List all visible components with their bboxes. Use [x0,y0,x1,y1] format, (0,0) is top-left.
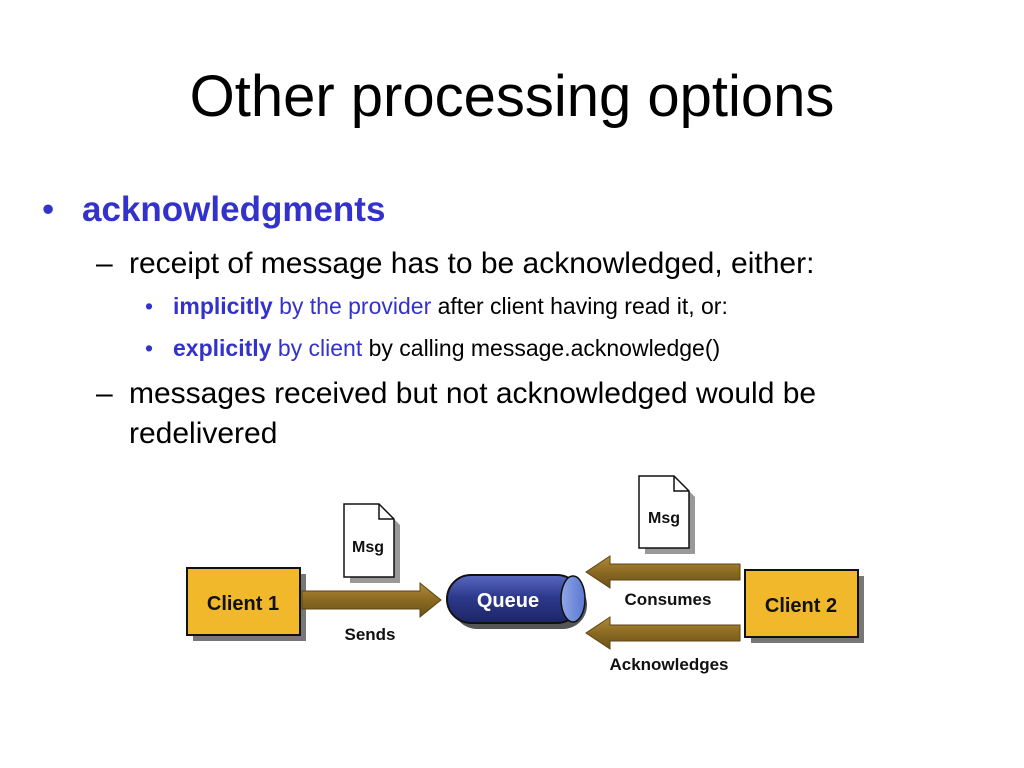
bullet-text: acknowledgments [82,190,386,229]
client-2-label: Client 2 [765,595,837,617]
term-explicitly: explicitly [173,335,272,361]
agent-client: by client [277,335,363,361]
sub-bullet-text: messages received but not acknowledged w… [129,377,817,450]
sub-bullet-text: receipt of message has to be acknowledge… [129,247,815,280]
term-implicitly: implicitly [173,293,273,319]
acknowledges-label: Acknowledges [609,655,728,674]
msg-document-left: Msg [343,503,400,583]
queue-label: Queue [477,590,539,612]
client-1-label: Client 1 [207,593,279,615]
agent-provider: by the provider [279,293,432,319]
dash-marker: – [96,247,113,280]
rest-text: after client having read it, or: [437,293,728,319]
consumes-label: Consumes [625,590,712,609]
slide-title: Other processing options [189,64,835,129]
client-1-box: Client 1 [186,567,306,641]
msg-document-right: Msg [638,475,695,554]
dash-marker: – [96,377,113,410]
consumes-arrow [585,555,741,589]
acknowledges-arrow [585,616,741,650]
msg-right-label: Msg [648,510,680,527]
rest-text: by calling message.acknowledge() [368,335,721,361]
msg-left-label: Msg [352,539,384,556]
bullet-dot: • [145,335,154,361]
sub-sub-bullet-text: implicitly by the provider after client … [173,291,728,321]
sub-sub-bullet-text: explicitly by client by calling message.… [173,333,720,363]
sends-arrow [301,581,442,619]
queue-cylinder: Queue [446,574,587,629]
bullet-dot: • [145,293,154,319]
client-2-box: Client 2 [744,569,864,643]
bullet-dot: • [42,190,55,229]
sends-label: Sends [344,625,395,644]
